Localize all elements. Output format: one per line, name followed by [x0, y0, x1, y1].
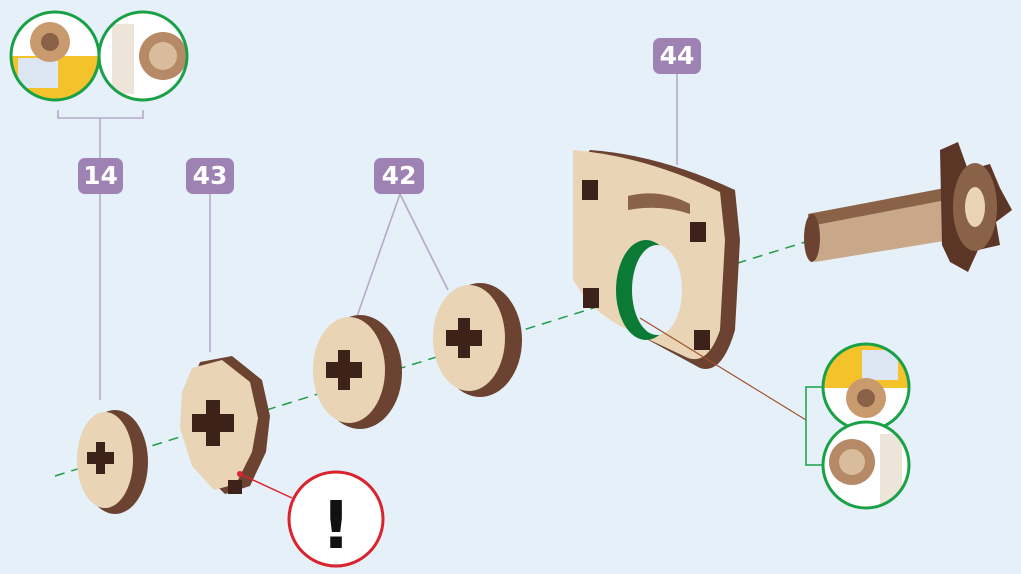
part-label-44: 44 [653, 38, 701, 74]
part-42-washer-b [433, 283, 522, 397]
shaft-gear [804, 142, 1012, 272]
warning-mark: ! [321, 487, 351, 564]
top-callout-bracket [58, 110, 143, 118]
detail-callout-top-left-a [11, 12, 101, 100]
part-44-plate [573, 150, 740, 369]
detail-callout-right-a [823, 344, 909, 430]
part-label-14: 14 [78, 158, 123, 194]
part-label-43: 43 [186, 158, 234, 194]
part-43-gear [180, 356, 270, 494]
detail-callout-top-left-b [99, 12, 187, 100]
part-42-washer-a [313, 315, 402, 429]
leader-42-b [400, 194, 448, 290]
part-14-washer [77, 410, 148, 514]
warning-callout: ! [237, 471, 383, 566]
right-callout-bracket [806, 387, 822, 465]
detail-callout-right-b [823, 422, 909, 508]
part-label-42: 42 [374, 158, 424, 194]
leader-42-a [355, 194, 400, 322]
